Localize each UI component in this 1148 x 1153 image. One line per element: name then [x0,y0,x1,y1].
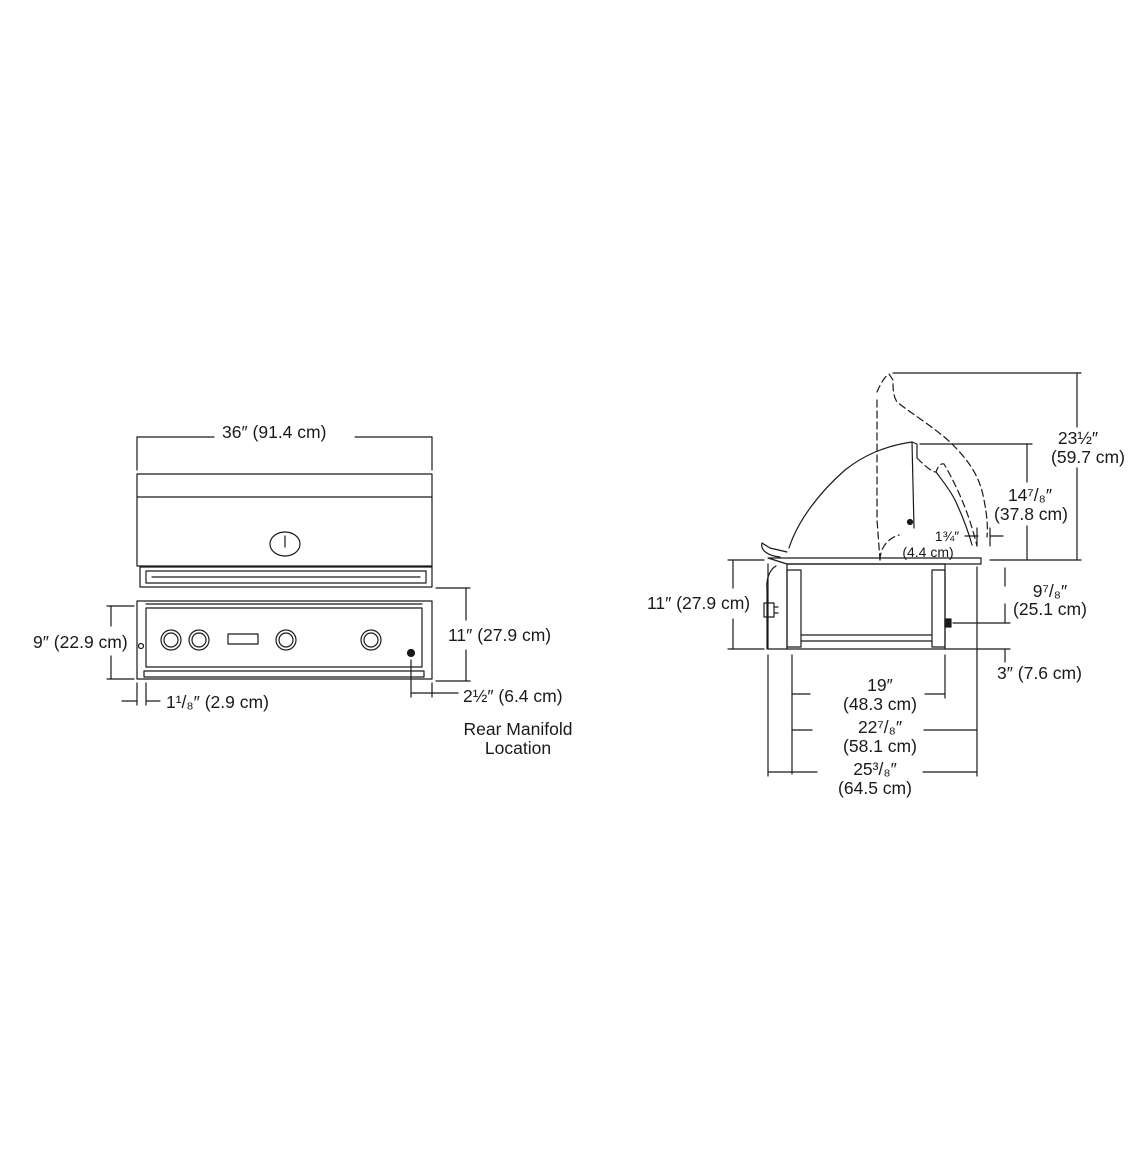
rear-manifold [944,618,952,628]
burner-knob-1 [160,629,182,651]
manifold-offset-dimension: 2½″ (6.4 cm) [463,686,563,706]
control-panel [136,600,433,680]
side-gas-inlet [137,642,145,650]
burner-knob-3 [275,629,297,651]
closed-hood [788,441,918,549]
open-hood-outline [876,373,988,538]
front-view-dimension-lines [106,436,471,706]
side-view-grill [761,373,988,650]
front-left-offset-dimension: 1¹/₈″ (2.9 cm) [166,692,269,712]
front-left-height-dimension: 9″ (22.9 cm) [33,632,128,652]
burner-knob-4 [360,629,382,651]
rear-manifold-label-line1: Rear Manifold [463,719,573,739]
hood-offset-cm: (4.4 cm) [902,544,954,560]
side-view-dimension-lines [727,372,1082,777]
depth-22-inches: 22⁷/₈″ [857,717,903,737]
side-control-knob [763,602,775,618]
burner-knob-2 [188,629,210,651]
side-body-height-dimension: 11″ (27.9 cm) [647,593,751,613]
hood-height-cm: (37.8 cm) [994,504,1068,524]
grill-hood [136,473,433,567]
grill-body [786,563,946,650]
hood-offset-inches: 1¾″ [934,528,960,544]
manifold-height-cm: (25.1 cm) [1013,599,1087,619]
front-width-dimension: 36″ (91.4 cm) [222,422,327,442]
front-view-grill [136,473,433,680]
hood-height-inches: 14⁷/₈″ [1007,485,1053,505]
depth-25-inches: 25³/₈″ [853,759,897,779]
total-height-cm: (59.7 cm) [1051,447,1125,467]
temperature-gauge [269,531,301,557]
rear-manifold-point [406,648,416,658]
depth-22-cm: (58.1 cm) [843,736,917,756]
logo-plate [227,633,259,645]
depth-25-cm: (64.5 cm) [838,778,912,798]
depth-19-cm: (48.3 cm) [843,694,917,714]
depth-19-inches: 19″ [867,675,893,695]
manifold-height-inches: 9⁷/₈″ [1032,581,1068,601]
front-right-height-dimension: 11″ (27.9 cm) [448,625,552,645]
rear-manifold-label-line2: Location [484,738,552,758]
total-height-inches: 23½″ [1057,428,1099,448]
base-offset-dimension: 3″ (7.6 cm) [997,663,1082,683]
